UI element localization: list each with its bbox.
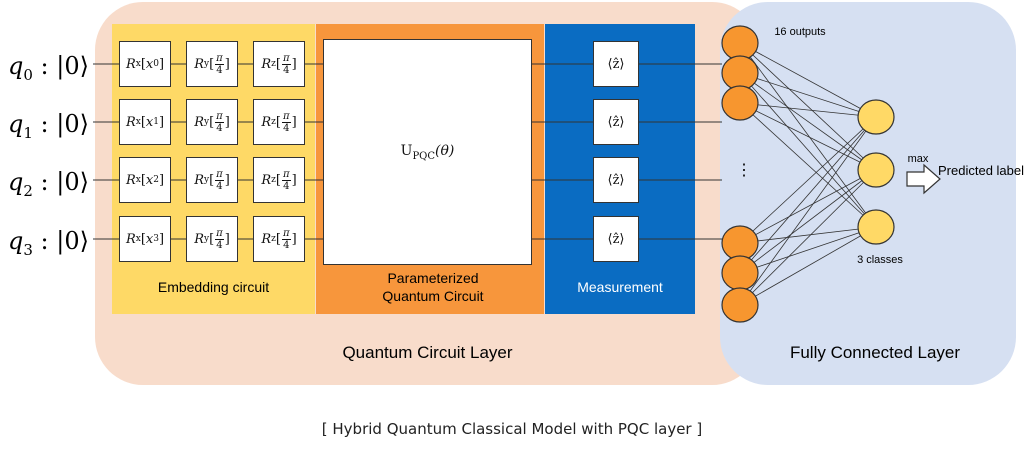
qubit-label-3: q3 : |0⟩ bbox=[8, 227, 89, 259]
measure-gate-3: ⟨ẑ⟩ bbox=[593, 216, 639, 262]
outputs-label: 16 outputs bbox=[774, 26, 826, 38]
quantum-circuit-layer-label: Quantum Circuit Layer bbox=[342, 343, 513, 362]
measure-gate-2: ⟨ẑ⟩ bbox=[593, 157, 639, 203]
measure-gate-0: ⟨ẑ⟩ bbox=[593, 41, 639, 87]
figure-caption: [ Hybrid Quantum Classical Model with PQ… bbox=[321, 420, 703, 438]
measurement-label: Measurement bbox=[577, 279, 663, 295]
measure-gate-1: ⟨ẑ⟩ bbox=[593, 99, 639, 145]
ellipsis: ⋮ bbox=[736, 162, 752, 179]
classes-label: 3 classes bbox=[857, 254, 903, 266]
pqc-label: Parameterized Quantum Circuit bbox=[382, 270, 484, 304]
pqc-unitary-block: UPQC(θ) bbox=[323, 39, 532, 265]
predicted-label-text: Predicted label bbox=[938, 163, 1024, 178]
max-label: max bbox=[907, 153, 929, 165]
qubit-label-1: q1 : |0⟩ bbox=[8, 110, 89, 142]
qubit-label-0: q0 : |0⟩ bbox=[8, 52, 89, 84]
fully-connected-layer-panel bbox=[720, 2, 1016, 385]
fully-connected-layer-label: Fully Connected Layer bbox=[789, 343, 961, 362]
qubit-label-2: q2 : |0⟩ bbox=[8, 168, 89, 200]
embedding-label: Embedding circuit bbox=[157, 279, 270, 295]
